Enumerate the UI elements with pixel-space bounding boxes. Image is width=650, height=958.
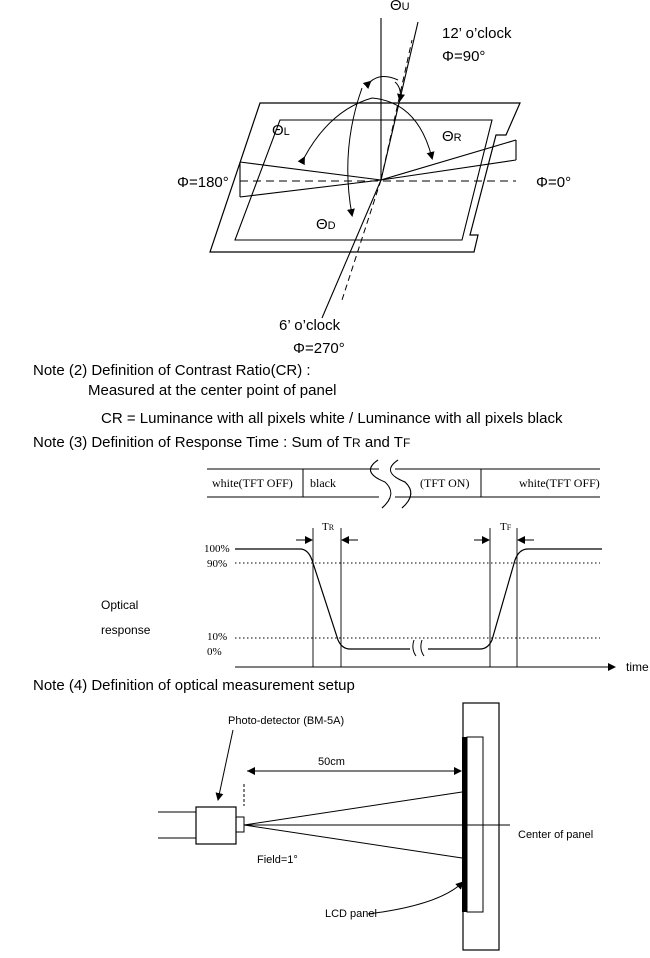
phi-180-label: Φ=180°: [177, 174, 229, 191]
theta-u-label: ΘU: [390, 0, 410, 14]
panel-inner: [234, 119, 493, 241]
y-90-label: 90%: [207, 558, 228, 570]
theta-d-label: ΘD: [316, 216, 336, 233]
phi-90-label: Φ=90°: [442, 48, 486, 65]
bar-tft-on-label: (TFT ON): [420, 476, 470, 490]
bar-white-off-label: white(TFT OFF): [212, 476, 293, 490]
lcd-panel-label: LCD panel: [325, 908, 377, 920]
center-of-panel-label: Center of panel: [518, 829, 594, 841]
theta-l-label: ΘL: [272, 122, 290, 139]
panel-outline: [209, 102, 521, 253]
tf-label: TF: [500, 521, 512, 533]
phi-0-label: Φ=0°: [536, 174, 572, 191]
y-100-label: 100%: [204, 543, 230, 555]
note2-title: Note (2) Definition of Contrast Ratio(CR…: [33, 362, 311, 379]
note2-line1: Measured at the center point of panel: [88, 382, 337, 399]
phi-270-label: Φ=270°: [293, 340, 345, 357]
photo-detector-label: Photo-detector (BM-5A): [228, 715, 345, 727]
theta-r-label: ΘR: [442, 128, 462, 145]
clock-12-label: 12’ o’clock: [442, 25, 512, 42]
y-0-label: 0%: [207, 646, 222, 658]
bar-black-label: black: [310, 476, 336, 490]
note4-title: Note (4) Definition of optical measureme…: [33, 677, 355, 694]
tr-label: TR: [322, 521, 335, 533]
note2-formula: CR = Luminance with all pixels white / L…: [101, 410, 563, 427]
clock-6-label: 6’ o’clock: [279, 317, 341, 334]
response-label: response: [101, 623, 151, 637]
optical-label: Optical: [101, 598, 139, 612]
bar-white-off-2-label: white(TFT OFF): [519, 476, 600, 490]
distance-label: 50cm: [318, 756, 345, 768]
note3-title: Note (3) Definition of Response Time : S…: [33, 434, 411, 451]
field-label: Field=1°: [257, 854, 298, 866]
time-label: time: [626, 660, 649, 674]
y-10-label: 10%: [207, 631, 228, 643]
